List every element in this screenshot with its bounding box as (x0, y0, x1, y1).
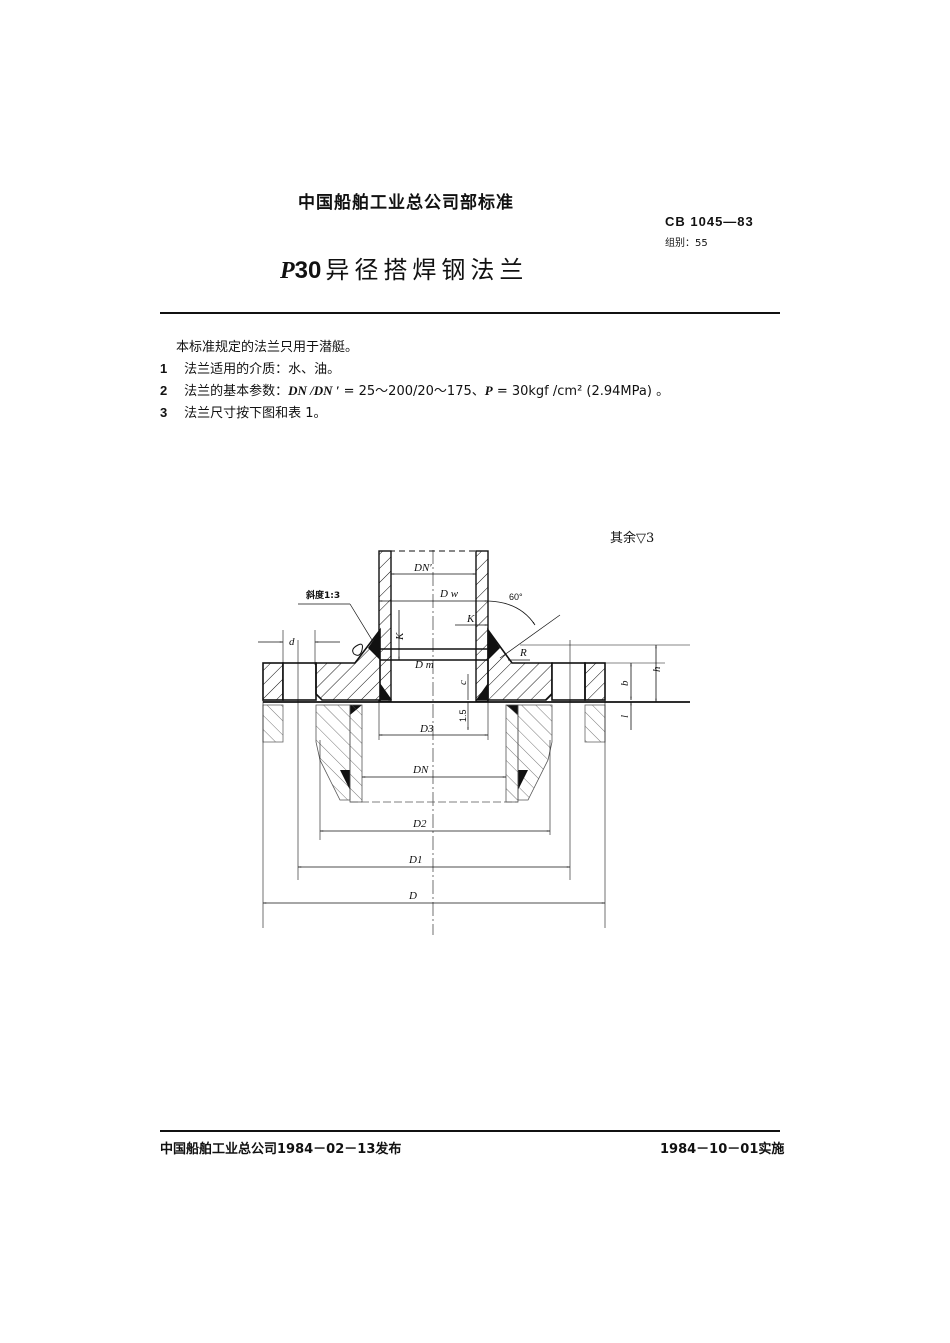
clause-2: 2 法兰的基本参数：DN /DN ′ = 25～200/20～175、P = 3… (160, 380, 669, 399)
effective-date: 1984－10－01实施 (660, 1142, 785, 1157)
label-b: b (619, 680, 631, 686)
label-dn: DN (412, 764, 429, 776)
label-dw: D w (439, 588, 459, 600)
flange-drawing: DN′ D w 60° 斜度1:3 K K d D m R c 1.5 h b … (240, 545, 700, 939)
label-r: R (519, 647, 527, 659)
label-dm: D m (414, 659, 434, 671)
footer-divider (160, 1130, 780, 1132)
label-h: h (651, 666, 663, 672)
header-divider (160, 312, 780, 314)
label-slope: 斜度1:3 (305, 589, 340, 601)
organization-header: 中国船舶工业总公司部标准 (298, 193, 514, 213)
label-l: l (619, 715, 631, 718)
dn-range: = 25～200/20～175、 (339, 384, 485, 399)
group-number: 组别：55 (665, 238, 708, 249)
clause-text: 法兰的基本参数： (184, 384, 289, 399)
label-d1: D1 (408, 854, 422, 866)
label-d2: D2 (412, 818, 427, 830)
clause-number: 1 (160, 361, 168, 376)
label-k-horizontal: K (466, 613, 475, 625)
label-c: c (457, 680, 469, 685)
issue-date: 中国船舶工业总公司1984－02－13发布 (160, 1142, 402, 1157)
label-gap: 1.5 (458, 709, 468, 722)
label-dn-prime: DN′ (413, 562, 432, 574)
surface-roughness-note: 其余▽3 (610, 531, 655, 546)
intro-paragraph: 本标准规定的法兰只用于潜艇。 (176, 340, 359, 355)
clause-text: 法兰适用的介质：水、油。 (184, 362, 341, 377)
title-number: 30 (294, 257, 322, 284)
title-prefix: P (280, 258, 295, 284)
pressure-value: = 30kgf /cm² (2.94MPa) 。 (492, 384, 670, 399)
clause-number: 3 (160, 405, 168, 420)
clause-number: 2 (160, 383, 168, 398)
clause-1: 1 法兰适用的介质：水、油。 (160, 358, 340, 377)
standard-code: CB 1045—83 (665, 214, 754, 229)
label-outer-d: D (408, 890, 417, 902)
label-angle: 60° (509, 592, 523, 602)
clause-3: 3 法兰尺寸按下图和表 1。 (160, 402, 327, 421)
label-k-vertical: K (394, 632, 406, 641)
pressure-symbol: P (484, 383, 493, 398)
clause-text: 法兰尺寸按下图和表 1。 (184, 406, 327, 421)
title-text: 异径搭焊钢法兰 (325, 256, 529, 284)
label-d-hole: d (289, 636, 295, 648)
label-d3: D3 (419, 723, 434, 735)
dn-symbol: DN /DN ′ (288, 383, 340, 398)
